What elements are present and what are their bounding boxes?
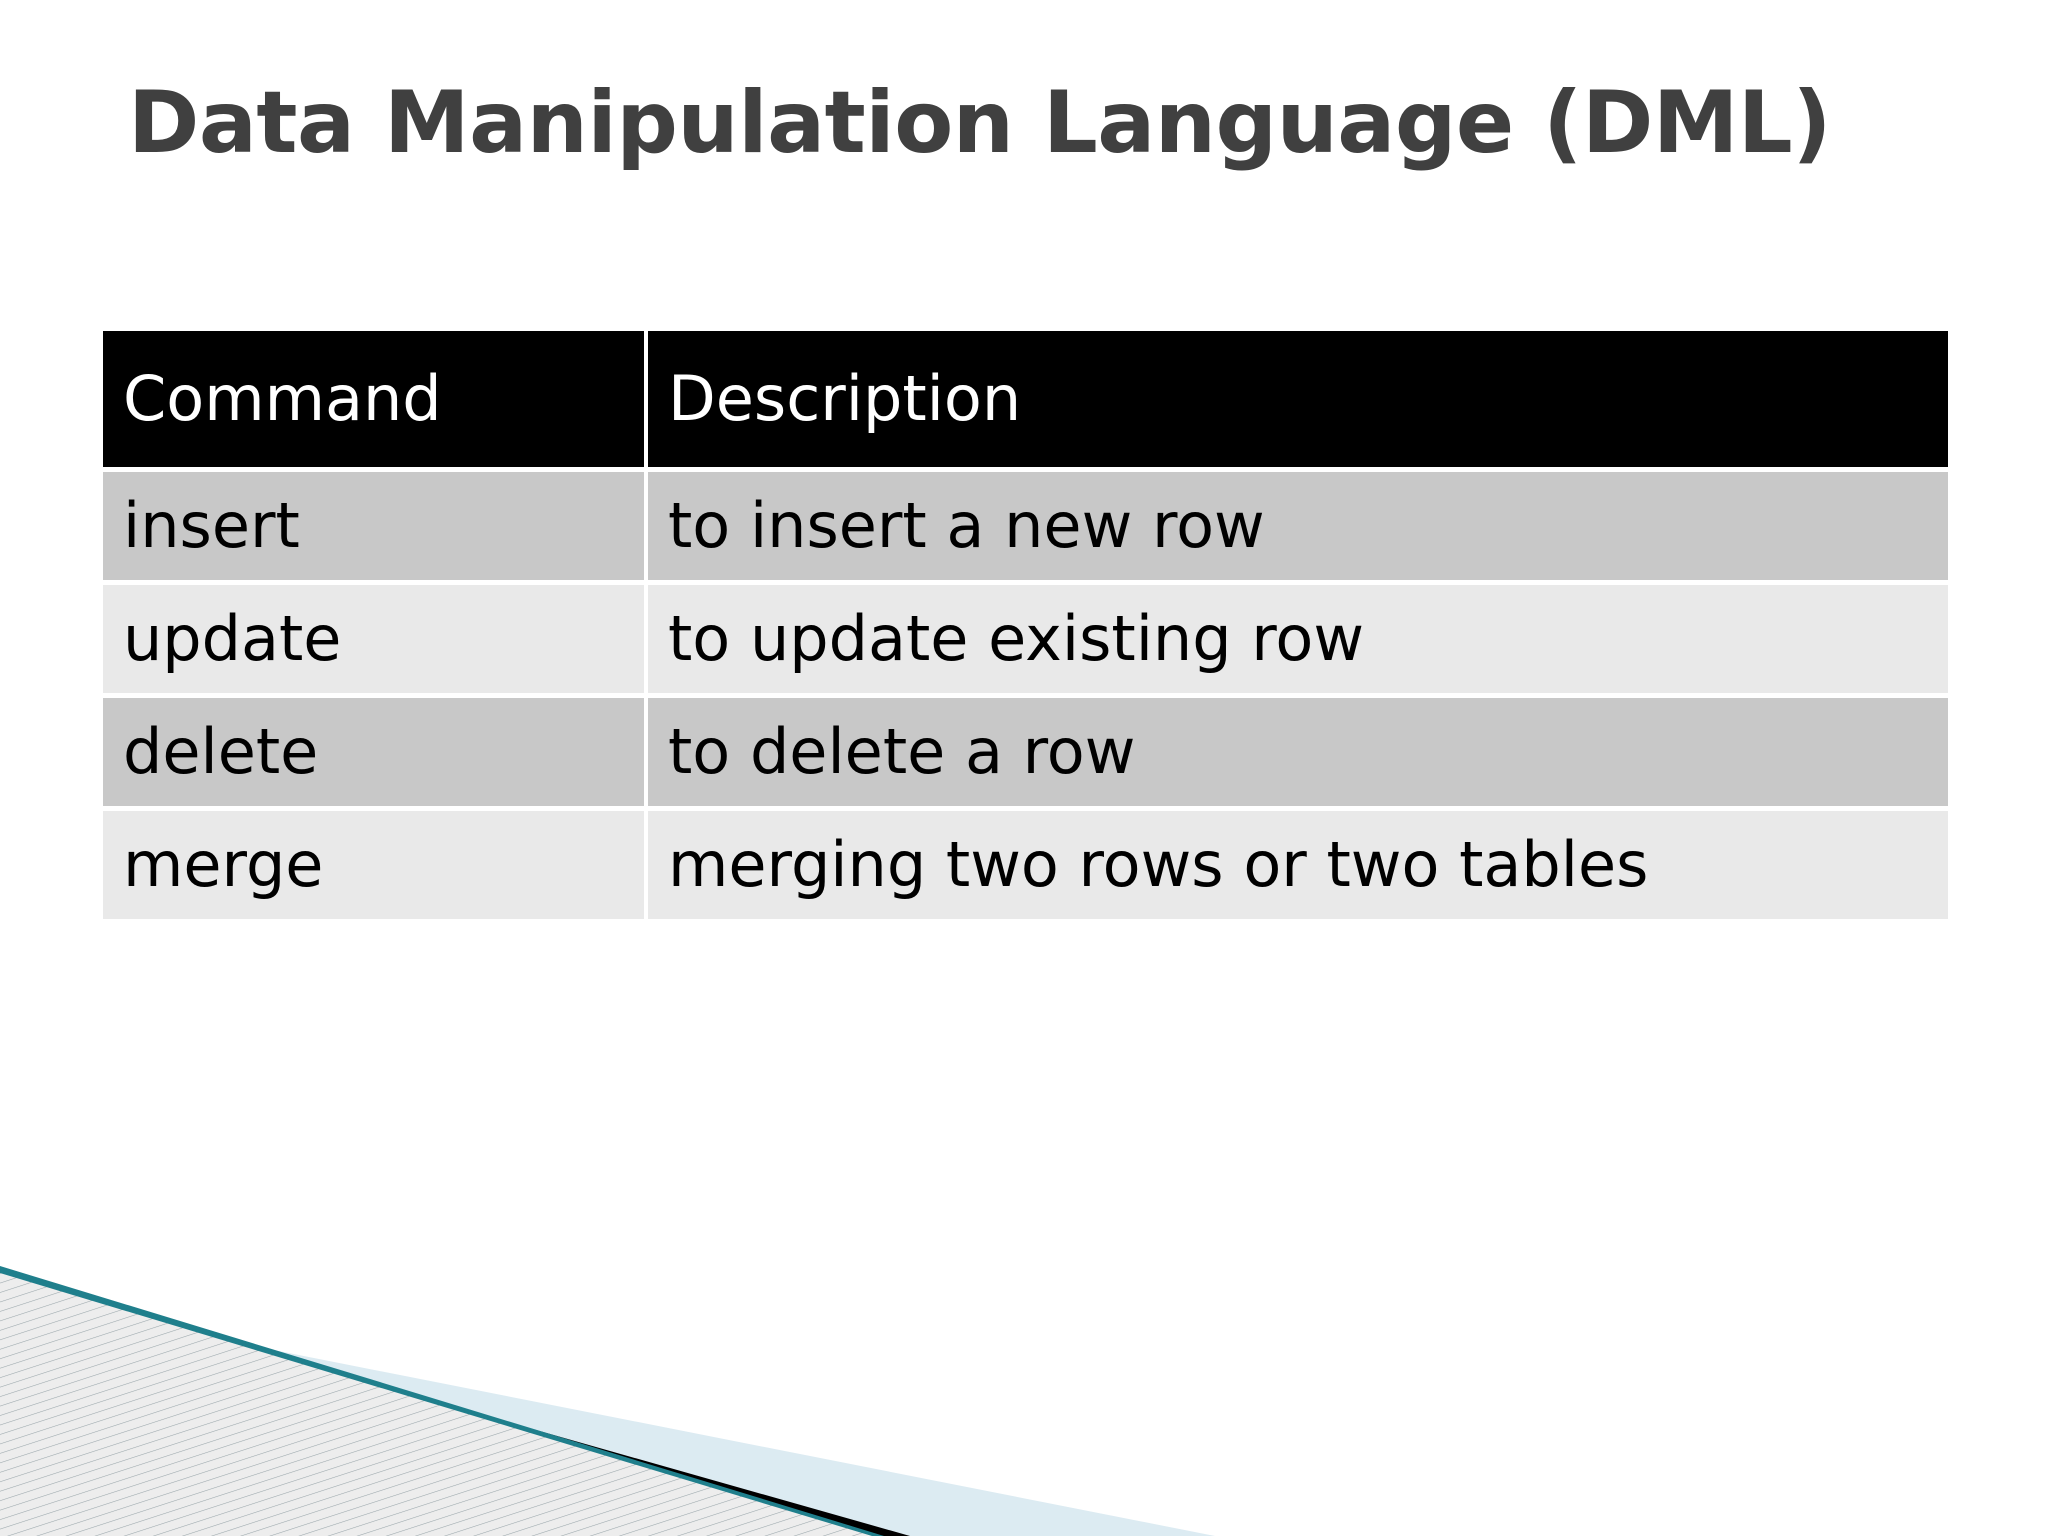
table-header: Command Description bbox=[103, 331, 1948, 467]
table-row: insert to insert a new row bbox=[103, 467, 1948, 580]
cell-command: update bbox=[103, 580, 648, 693]
page-title: Data Manipulation Language (DML) bbox=[128, 73, 1832, 173]
cell-description: merging two rows or two tables bbox=[648, 806, 1948, 919]
table-body: insert to insert a new row update to upd… bbox=[103, 467, 1948, 919]
table-row: merge merging two rows or two tables bbox=[103, 806, 1948, 919]
cell-command: merge bbox=[103, 806, 648, 919]
column-header-description: Description bbox=[668, 362, 1022, 435]
cell-command: insert bbox=[103, 467, 648, 580]
teal-rule bbox=[0, 1266, 884, 1536]
column-header-command: Command bbox=[103, 331, 648, 467]
cell-description: to update existing row bbox=[648, 580, 1948, 693]
dml-command-table: Command Description insert to insert a n… bbox=[103, 331, 1948, 919]
cell-command: delete bbox=[103, 693, 648, 806]
pale-blue-wedge bbox=[0, 1296, 1215, 1536]
corner-decoration bbox=[0, 1226, 1240, 1536]
cell-description: to insert a new row bbox=[648, 467, 1948, 580]
black-wedge bbox=[0, 1278, 910, 1536]
table-row: delete to delete a row bbox=[103, 693, 1948, 806]
hatched-triangle bbox=[0, 1268, 880, 1536]
cell-description: to delete a row bbox=[648, 693, 1948, 806]
table-header-row: Command Description bbox=[103, 331, 1948, 467]
table-row: update to update existing row bbox=[103, 580, 1948, 693]
corner-wedge-icon bbox=[0, 1266, 1215, 1536]
